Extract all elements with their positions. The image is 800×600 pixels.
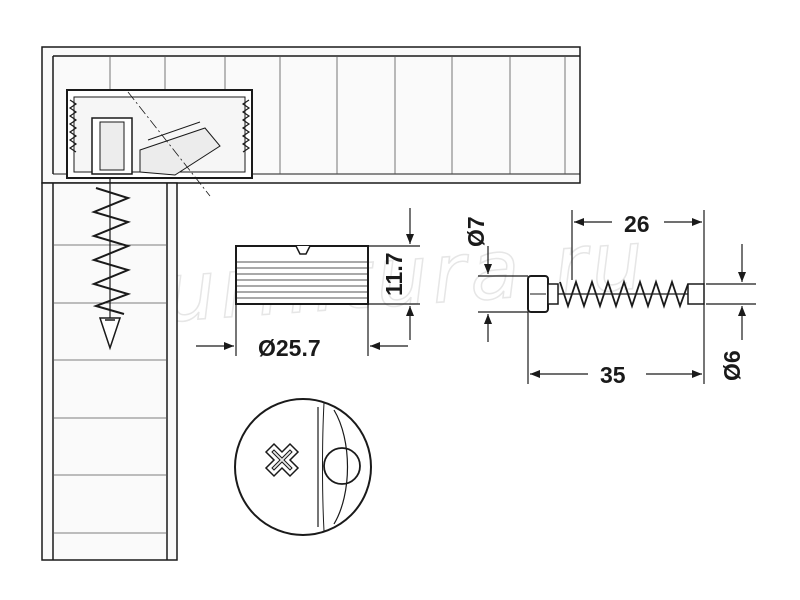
cam-top-view: [234, 398, 372, 536]
cam-side-view: [235, 245, 369, 305]
screw-in-panel: [90, 178, 132, 351]
cam-housing-section: [66, 89, 253, 197]
phillips-slot-icon: [264, 442, 300, 478]
assembly-section: [41, 46, 581, 561]
cam-dimensions: [196, 208, 420, 356]
bolt-shank-diameter-label: Ø6: [719, 350, 745, 381]
bolt-thread-length-label: 26: [624, 211, 650, 237]
bolt-head-diameter-label: Ø7: [463, 216, 489, 247]
cam-diameter-label: Ø25.7: [258, 335, 321, 361]
bolt-total-length-label: 35: [600, 362, 626, 388]
cam-height-label: 11.7: [381, 253, 407, 297]
connecting-bolt: [527, 275, 705, 313]
bolt-dimensions: [478, 210, 756, 384]
